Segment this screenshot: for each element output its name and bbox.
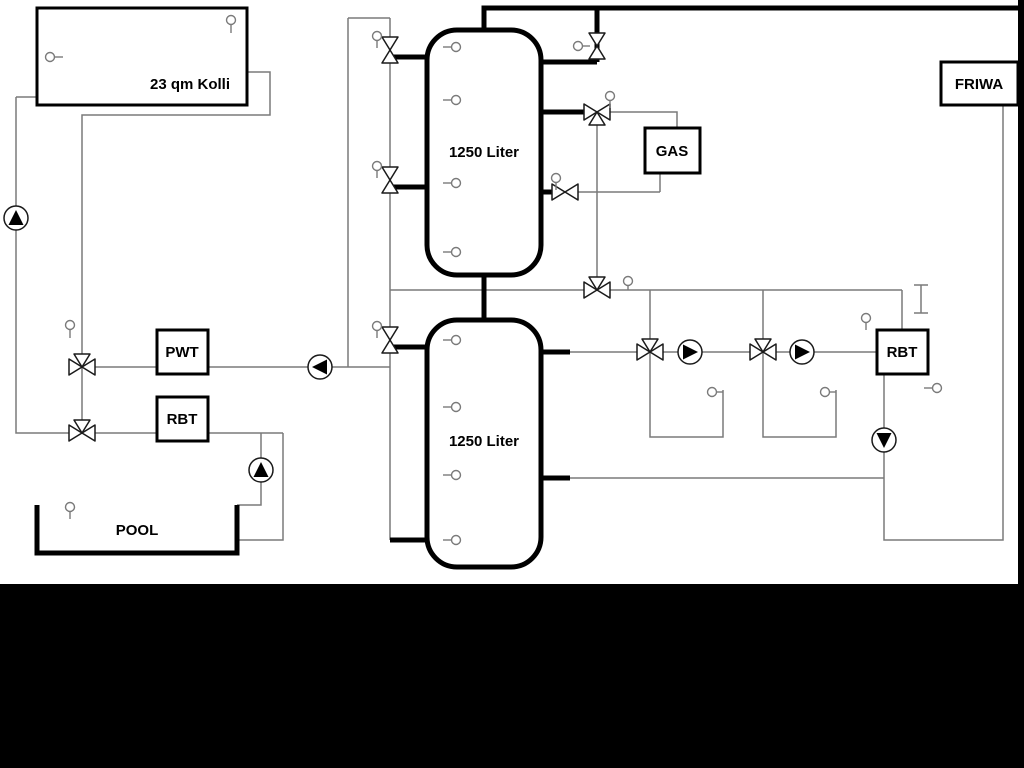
pwt-box (155, 328, 210, 376)
sensor-collector-left-icon (44, 51, 63, 63)
tank-upper-label: 1250 Liter (449, 144, 519, 161)
pump-pool-loop-icon (248, 457, 274, 483)
valve-header-mixing-icon (583, 276, 611, 299)
sensor-pwt-valve-icon (64, 319, 76, 338)
sensor-tank2-4-icon (443, 534, 462, 546)
pool-label: POOL (116, 522, 159, 539)
friwa-box (939, 60, 1020, 107)
valve-solar-tank2-top-icon (381, 326, 399, 354)
sensor-rbt-bottom-icon (924, 382, 943, 394)
buffer-tank-upper (424, 27, 544, 278)
sensor-tank1-1-icon (443, 41, 462, 53)
bottom-black-band (0, 584, 1024, 768)
sensor-circuit-2-icon (819, 386, 836, 398)
sensor-pool-icon (64, 501, 76, 519)
valve-dhw-top-icon (588, 32, 606, 60)
rbt-right-label: RBT (887, 344, 918, 361)
sensor-collector-top-icon (225, 14, 237, 33)
rbt-left-label: RBT (167, 411, 198, 428)
valve-pool-mixing-icon (68, 419, 96, 442)
sensor-circuit-1-icon (706, 386, 723, 398)
valve-solar-tank1-mid-icon (381, 166, 399, 194)
sensor-valve-solar-3-icon (371, 320, 383, 338)
sensor-tank1-4-icon (443, 246, 462, 258)
pump-rbt-circuit-icon (871, 427, 897, 453)
valve-heating-circuit-2-icon (749, 338, 777, 361)
collector-label: 23 qm Kolli (150, 76, 230, 93)
pump-collector-loop-icon (3, 205, 29, 231)
sensor-tank1-2-icon (443, 94, 462, 106)
sensor-tank2-1-icon (443, 334, 462, 346)
sensor-gas-return-icon (550, 172, 562, 190)
pipes-thin (15, 17, 1004, 541)
sensor-rbt-top-icon (860, 312, 872, 330)
sensor-tank2-3-icon (443, 469, 462, 481)
right-black-band (1018, 0, 1024, 768)
valve-gas-feed-icon (583, 103, 611, 126)
pwt-label: PWT (165, 344, 198, 361)
tank-lower-label: 1250 Liter (449, 433, 519, 450)
rbt-left-box (155, 395, 210, 443)
valve-pwt-mixing-icon (68, 353, 96, 376)
gas-label: GAS (656, 143, 689, 160)
pool-basin (34, 505, 240, 556)
sensor-header-icon (622, 275, 634, 290)
pump-pwt-loop-icon (307, 354, 333, 380)
valve-solar-tank1-top-icon (381, 36, 399, 64)
buffer-tank-lower (424, 317, 544, 570)
sensor-valve-solar-1-icon (371, 30, 383, 48)
valve-gas-return-icon (551, 183, 579, 201)
sensor-tank1-3-icon (443, 177, 462, 189)
valve-heating-circuit-1-icon (636, 338, 664, 361)
gas-boiler-box (643, 126, 702, 175)
pump-heating-circuit-2-icon (789, 339, 815, 365)
rbt-right-box (875, 328, 930, 376)
collector-box (35, 6, 249, 107)
sensor-gas-feed-icon (604, 90, 616, 108)
sensor-valve-solar-2-icon (371, 160, 383, 178)
friwa-label: FRIWA (955, 76, 1003, 93)
pump-heating-circuit-1-icon (677, 339, 703, 365)
sensor-dhw-top-icon (572, 40, 590, 52)
sensor-tank2-2-icon (443, 401, 462, 413)
